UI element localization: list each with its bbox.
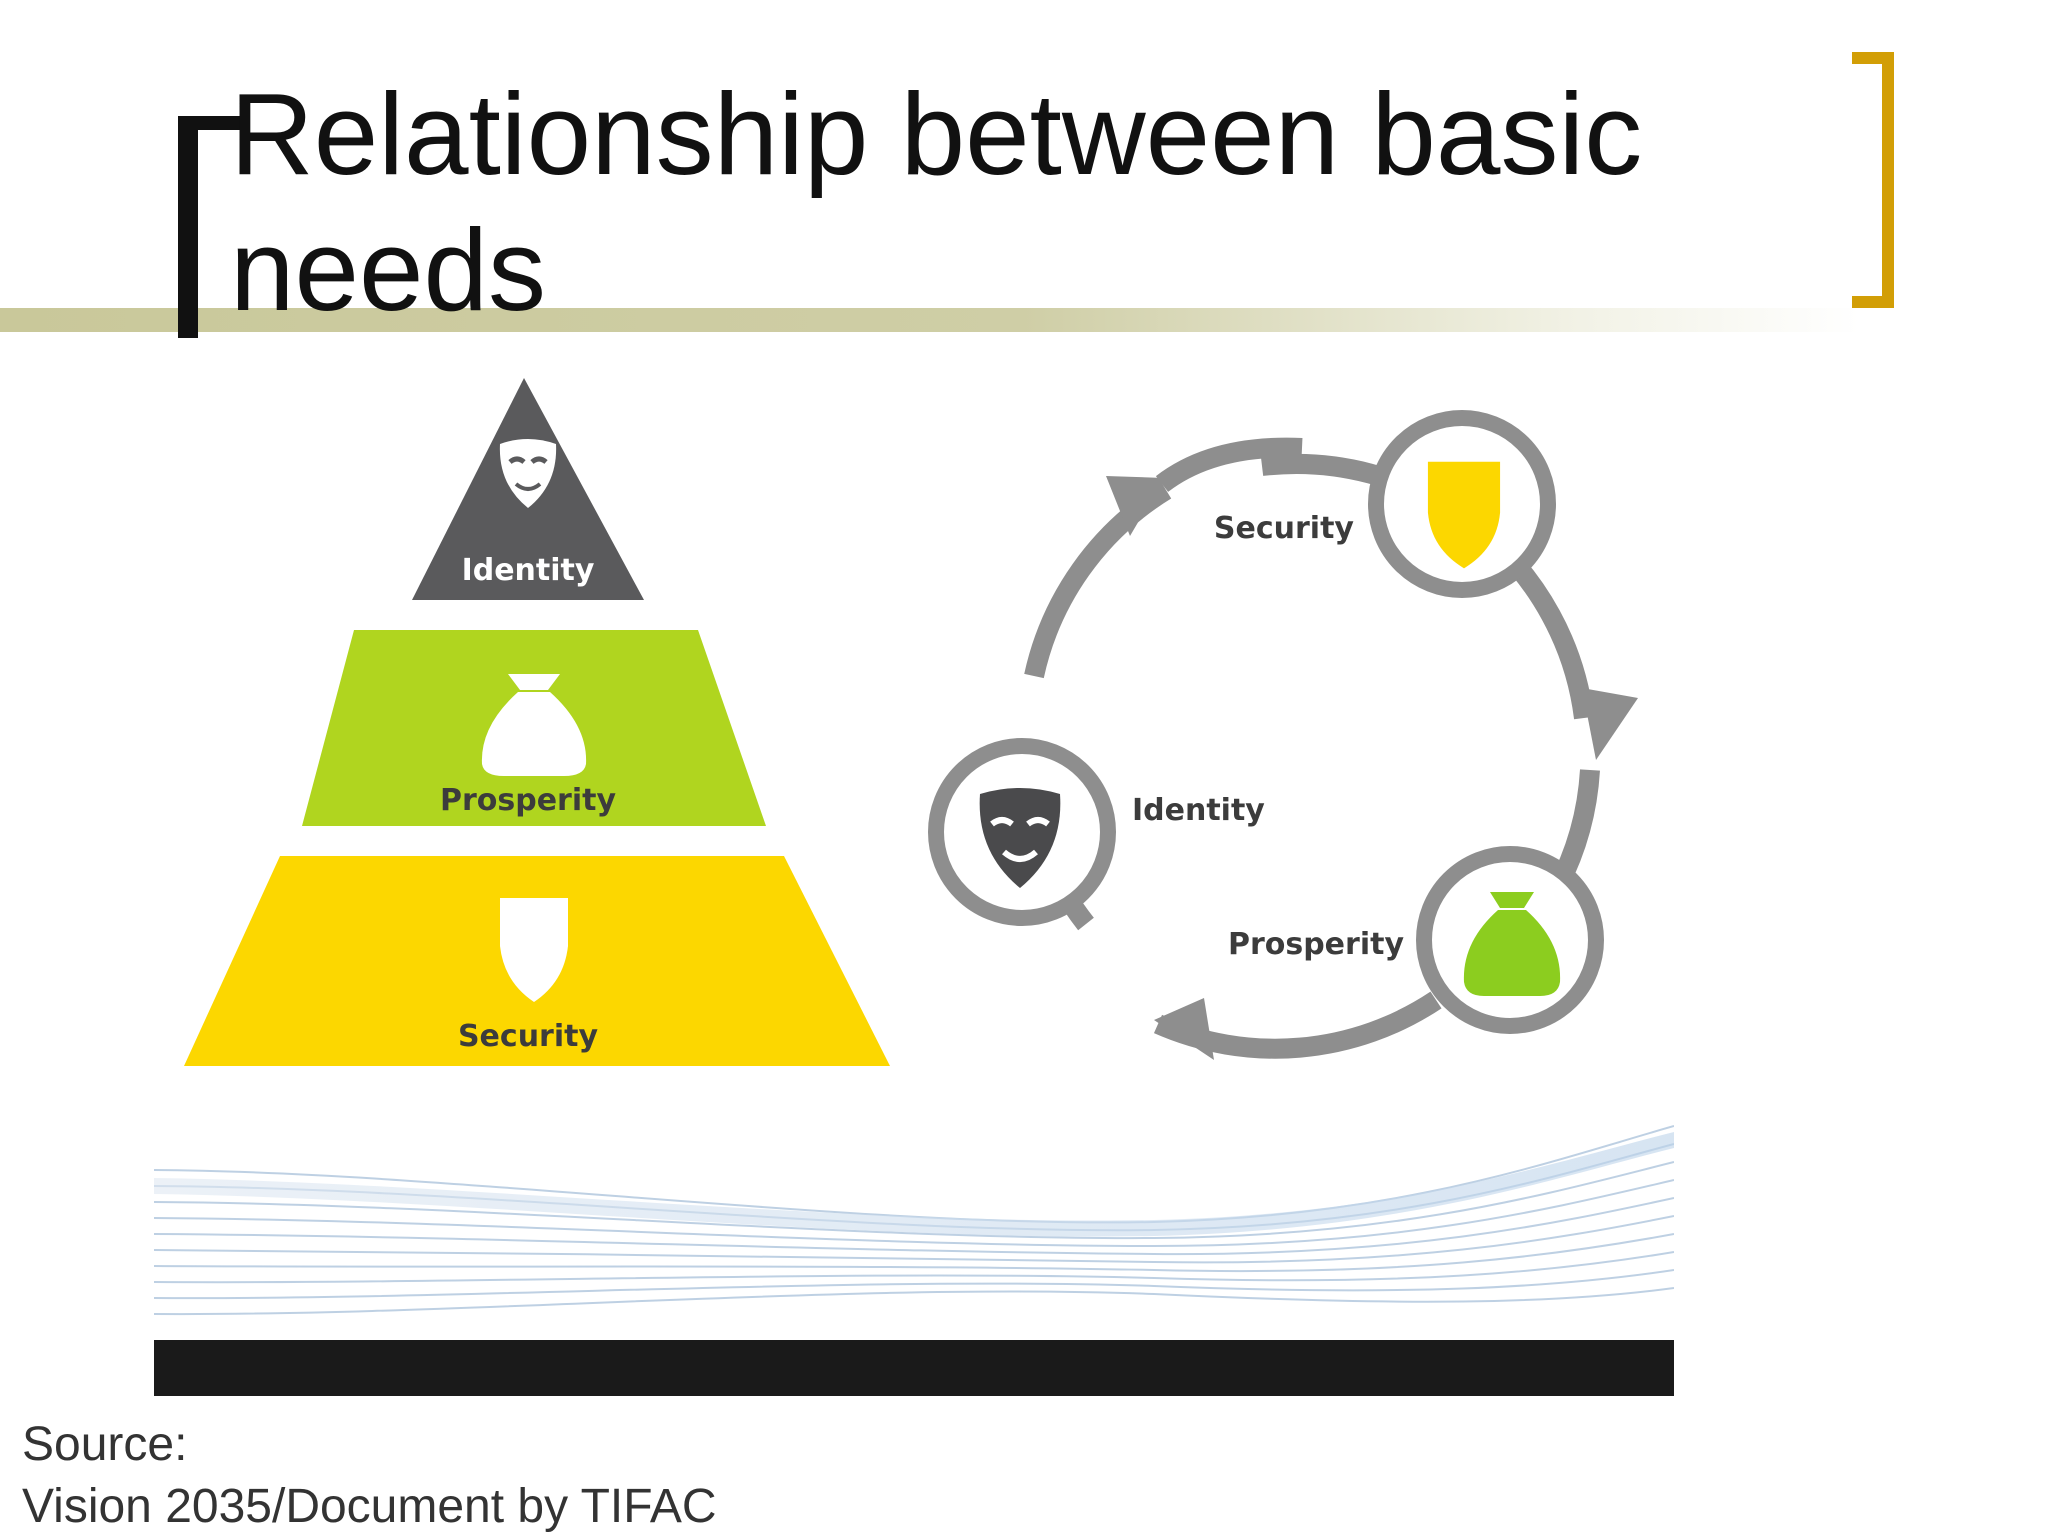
cycle-arrow-top-left (1106, 476, 1164, 536)
cycle-label-security: Security (1214, 511, 1355, 546)
wave-highlight (154, 1132, 1674, 1237)
diagram-canvas: Identity Prosperity Security (154, 378, 1674, 1396)
pyramid-label-identity: Identity (462, 553, 595, 588)
title-bracket-left (178, 116, 240, 338)
source-citation: Source: Vision 2035/Document by TIFAC (22, 1414, 717, 1538)
money-bag-icon (481, 674, 587, 776)
cycle-label-identity: Identity (1132, 793, 1265, 828)
basic-needs-diagram: Identity Prosperity Security (154, 336, 1674, 1396)
mask-icon (499, 439, 557, 508)
cycle-arrow-bottom (1154, 998, 1214, 1060)
cycle: Security Prosperity Identity (928, 410, 1638, 1060)
mask-icon (979, 788, 1061, 888)
title-bracket-right (1852, 52, 1894, 308)
cycle-ring-top (1155, 437, 1303, 493)
cycle-arrow-right (1582, 688, 1638, 760)
source-label: Source: (22, 1418, 188, 1471)
shield-icon (1427, 461, 1501, 569)
money-bag-icon (1463, 892, 1561, 996)
title-underline-rule (0, 308, 1860, 332)
cycle-label-prosperity: Prosperity (1228, 927, 1404, 962)
slide-title: Relationship between basic needs (230, 69, 1643, 335)
pyramid: Identity Prosperity Security (184, 378, 890, 1066)
shield-icon (500, 898, 568, 1002)
source-text: Vision 2035/Document by TIFAC (22, 1480, 717, 1533)
pyramid-label-security: Security (458, 1019, 599, 1054)
footer-banner (154, 1125, 1674, 1396)
footer-dark-band (154, 1340, 1674, 1396)
pyramid-label-prosperity: Prosperity (440, 783, 616, 818)
